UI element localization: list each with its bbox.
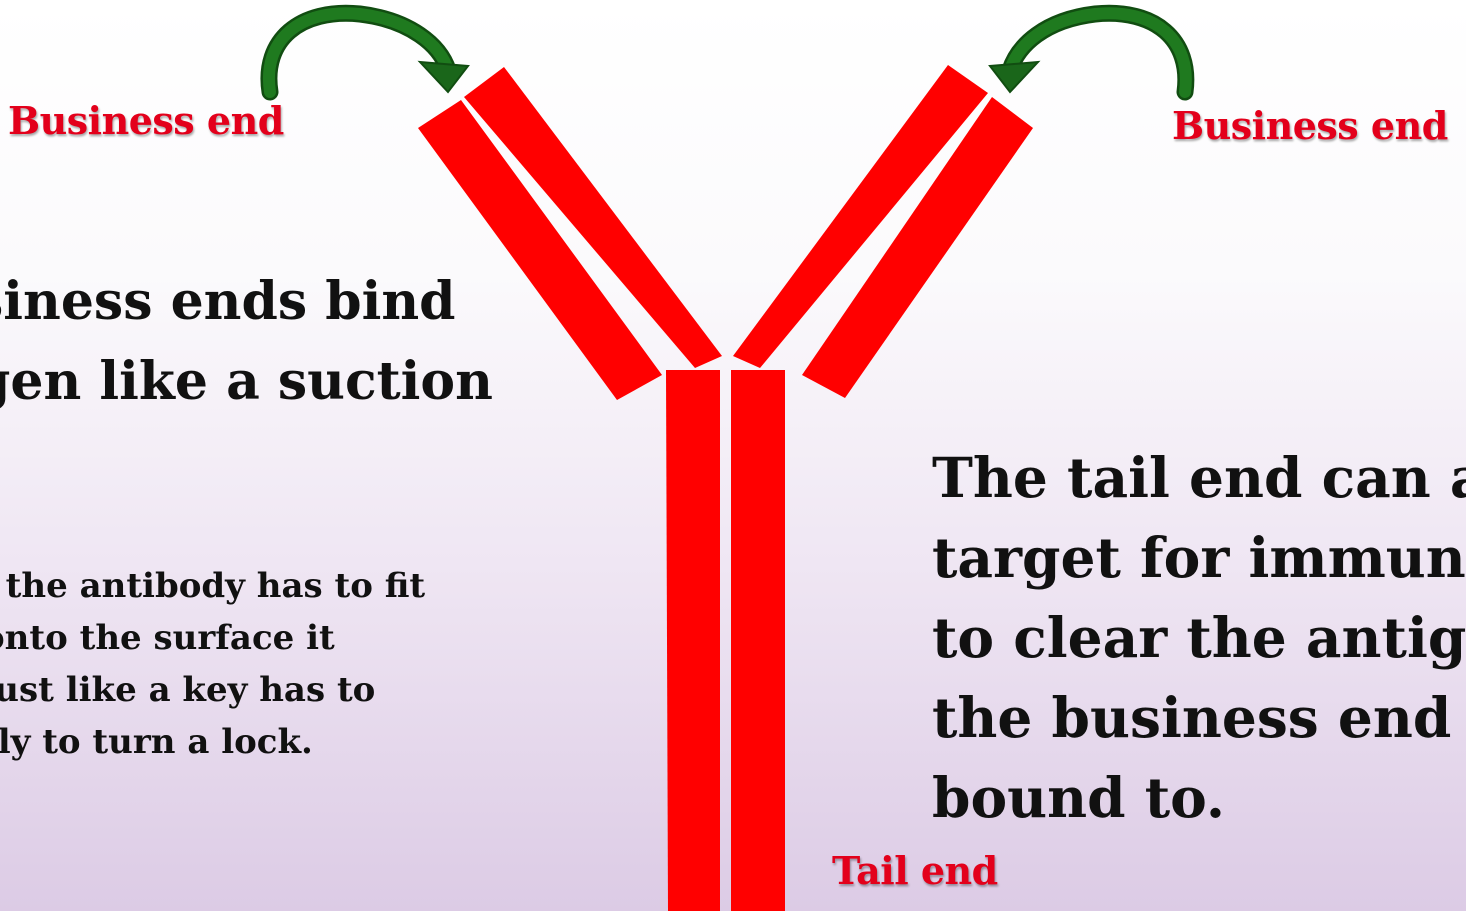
tail-line-1: The tail end can ac [932,445,1466,510]
antibody-right-stem [731,370,785,911]
tail-line-4: the business end is [932,685,1466,750]
fit-paragraph: , the antibody has to fit onto the surfa… [0,560,425,768]
fit-line-1: , the antibody has to fit [0,566,426,606]
tail-paragraph: The tail end can ac target for immune to… [932,438,1466,838]
binding-paragraph: siness ends bind gen like a suction [0,262,493,422]
tail-line-5: bound to. [932,765,1225,830]
tail-line-2: target for immune [932,525,1466,590]
binding-line-1: siness ends bind [0,271,456,332]
business-end-label-right: Business end [1172,103,1448,148]
antibody-left-stem [666,370,720,911]
business-end-label-left: Business end [8,98,284,143]
antibody [418,65,1033,911]
tail-end-label: Tail end [832,848,998,893]
binding-line-2: gen like a suction [0,351,493,412]
fit-line-3: just like a key has to [0,670,376,710]
tail-line-3: to clear the antigen [932,605,1466,670]
fit-line-4: tly to turn a lock. [0,722,313,762]
antibody-right-inner-arm [733,65,988,368]
fit-line-2: onto the surface it [0,618,335,658]
curved-arrow-icon [988,4,1195,101]
antibody-right-outer-arm [802,97,1033,398]
antibody-left-outer-arm [418,100,662,400]
antibody-left-inner-arm [464,67,722,368]
curved-arrow-icon [260,4,470,101]
